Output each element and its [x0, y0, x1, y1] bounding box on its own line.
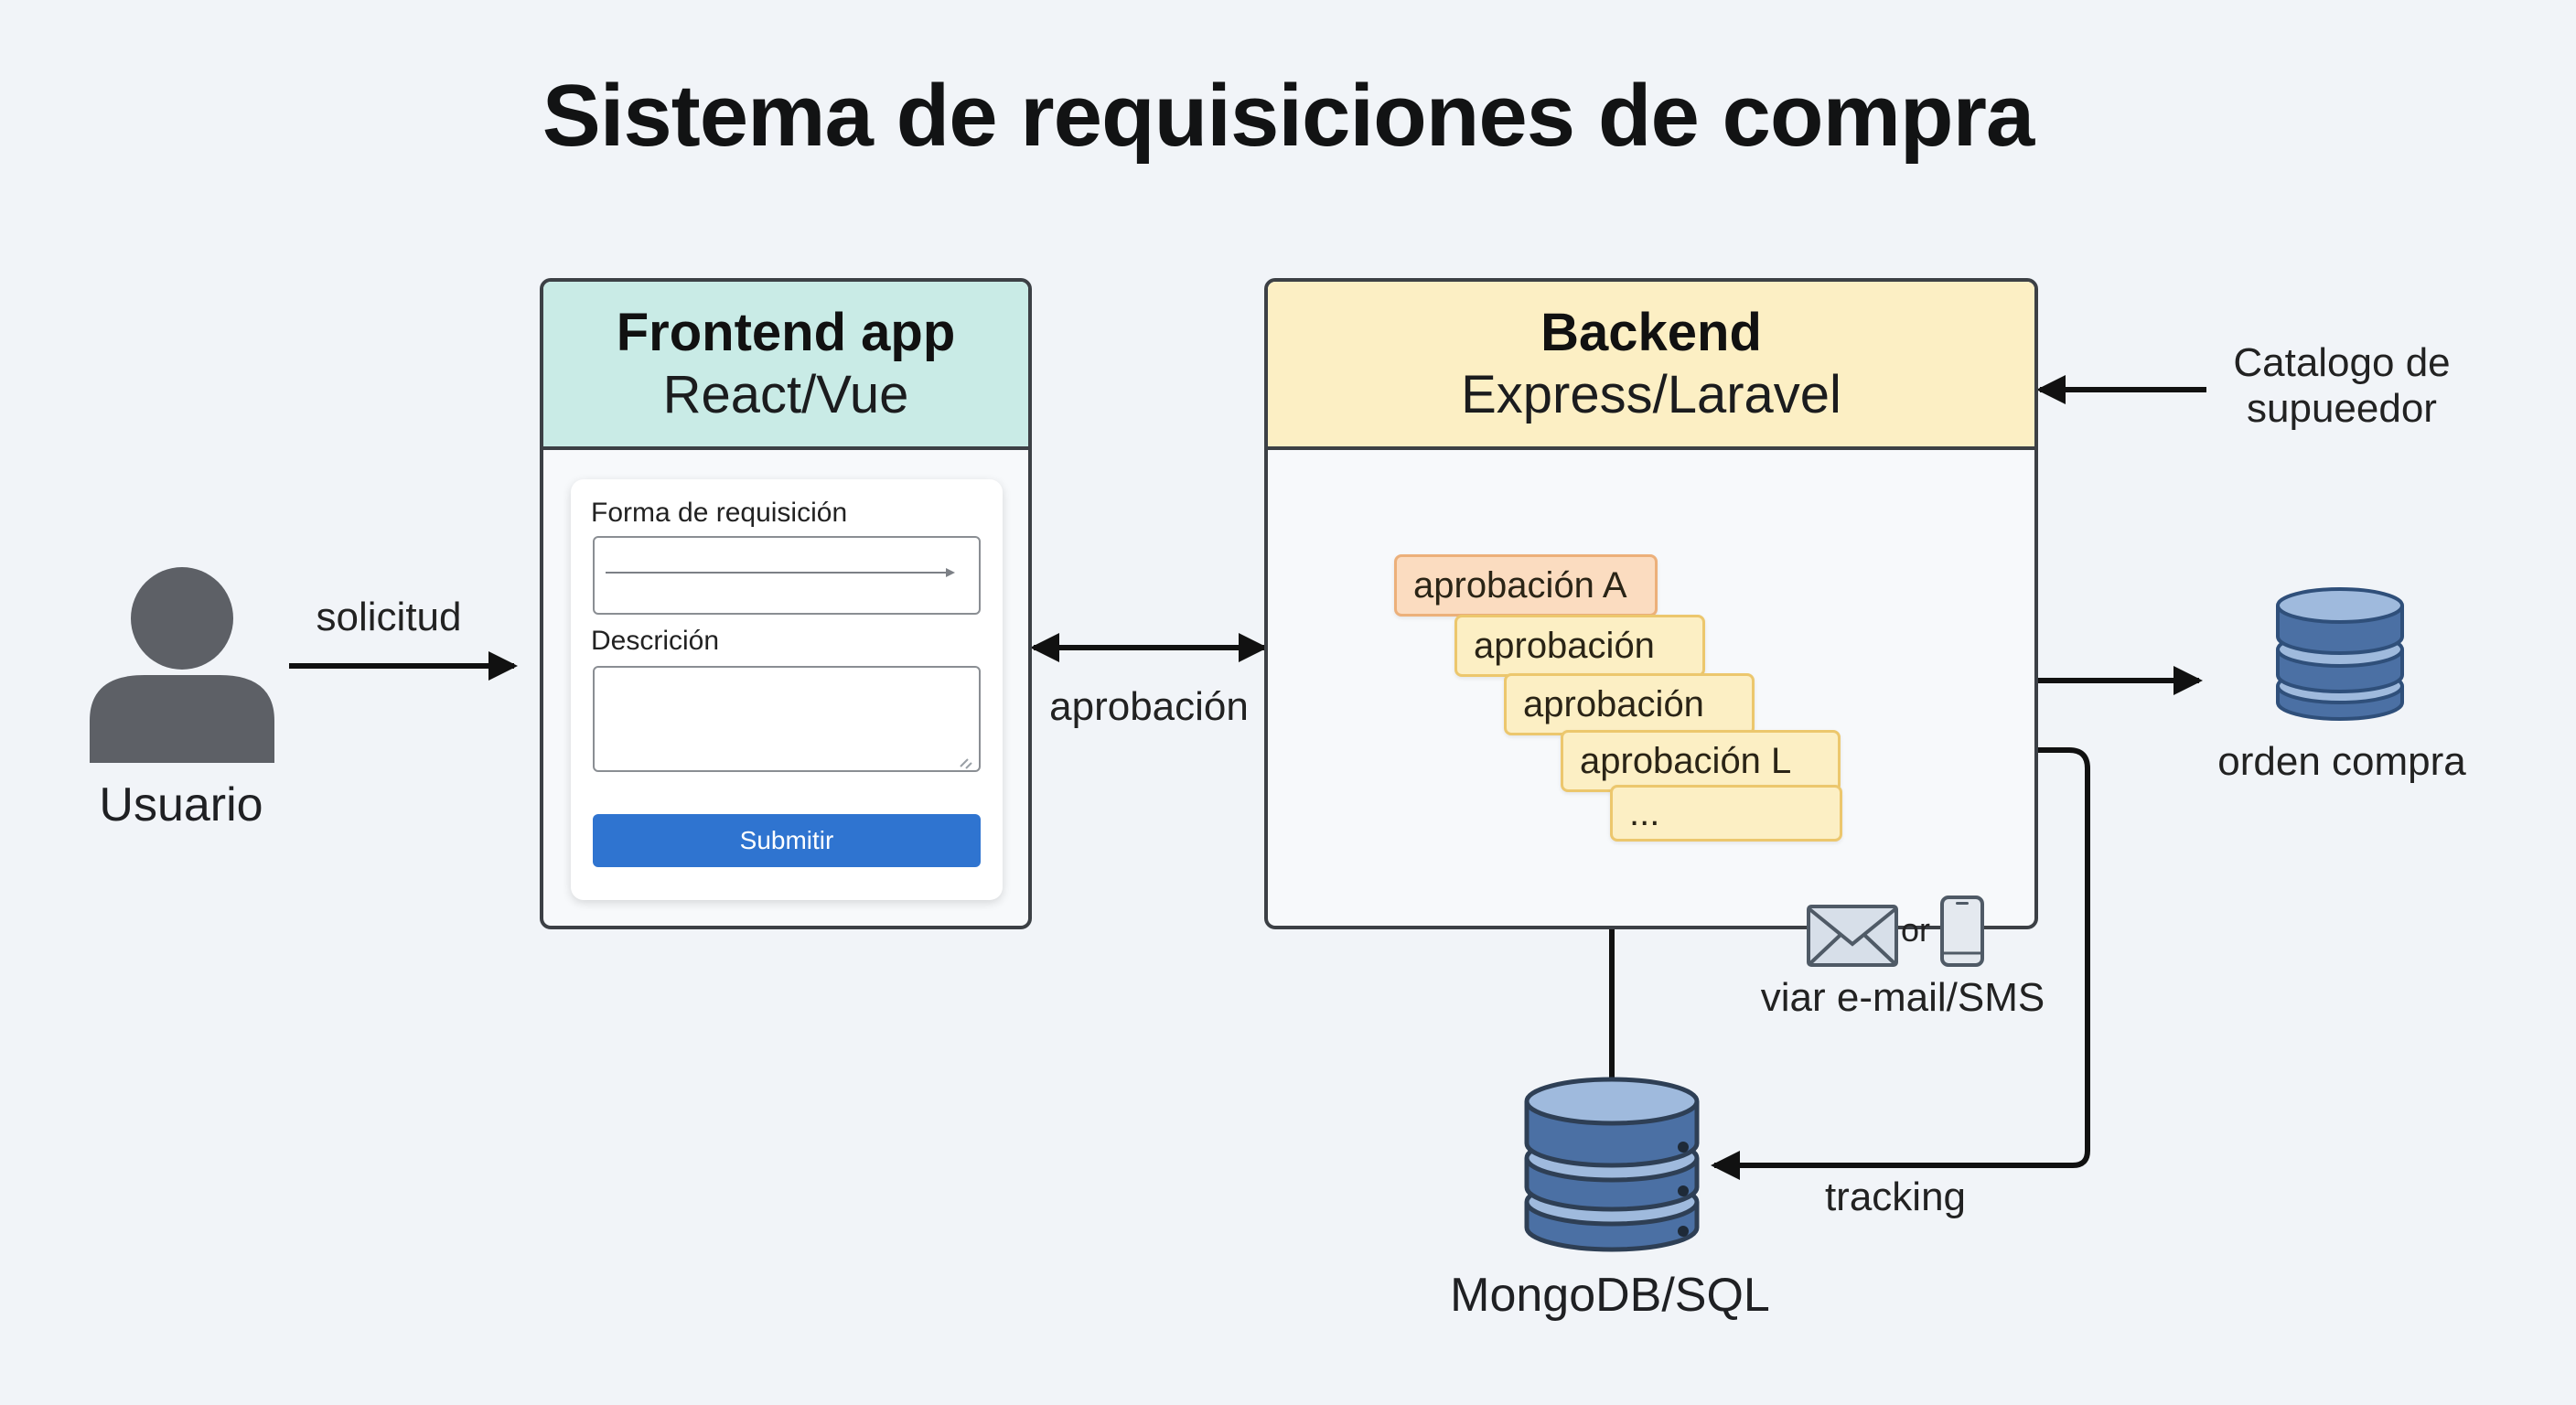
arrow-right-icon: [606, 568, 955, 577]
tracking-label: tracking: [1824, 1174, 1967, 1219]
user-actor: [88, 567, 276, 763]
aprobacion-label: aprobación: [1049, 684, 1249, 729]
orden-compra-label: orden compra: [2217, 739, 2466, 784]
database-icon: [1524, 1077, 1700, 1252]
approval-step-more: ...: [1610, 785, 1842, 842]
user-label: Usuario: [99, 778, 263, 831]
submit-button[interactable]: Submitir: [593, 814, 981, 867]
database-icon: [2276, 587, 2404, 721]
requisition-field-input[interactable]: [593, 536, 981, 615]
requisition-form: Forma de requisición Descrición Submitir: [571, 479, 1003, 900]
backend-subtitle: Express/Laravel: [1461, 365, 1841, 424]
diagram-title: Sistema de requisiciones de compra: [542, 67, 2035, 165]
notify-label: viar e-mail/SMS: [1760, 975, 2045, 1020]
notify-or-label: or: [1901, 911, 1931, 949]
resize-handle-icon: [960, 758, 972, 769]
smartphone-icon: [1940, 896, 1984, 967]
tracking-arrow: [1711, 747, 2090, 1180]
description-field-label: Descrición: [591, 626, 720, 656]
user-icon: [90, 567, 274, 763]
frontend-header: Frontend app React/Vue: [543, 282, 1028, 450]
backend-title: Backend: [1540, 302, 1762, 362]
approval-step: aprobación: [1504, 673, 1755, 735]
main-database: [1522, 1074, 1701, 1253]
catalogo-label: Catalogo de supueedor: [2233, 340, 2451, 432]
approval-step-a: aprobación A: [1394, 554, 1658, 617]
description-textarea[interactable]: [593, 666, 981, 772]
orden-compra-db: [2274, 584, 2406, 723]
frontend-subtitle: React/Vue: [662, 365, 909, 424]
notify-icons: or: [1798, 895, 1991, 970]
requisition-field-label: Forma de requisición: [591, 498, 848, 528]
approval-step: aprobación: [1454, 615, 1705, 677]
frontend-title: Frontend app: [616, 302, 956, 362]
envelope-icon: [1807, 905, 1898, 967]
approval-step-l: aprobación L: [1561, 730, 1841, 792]
main-database-label: MongoDB/SQL: [1450, 1269, 1770, 1322]
backend-header: Backend Express/Laravel: [1268, 282, 2034, 450]
solicitud-label: solicitud: [316, 595, 462, 639]
